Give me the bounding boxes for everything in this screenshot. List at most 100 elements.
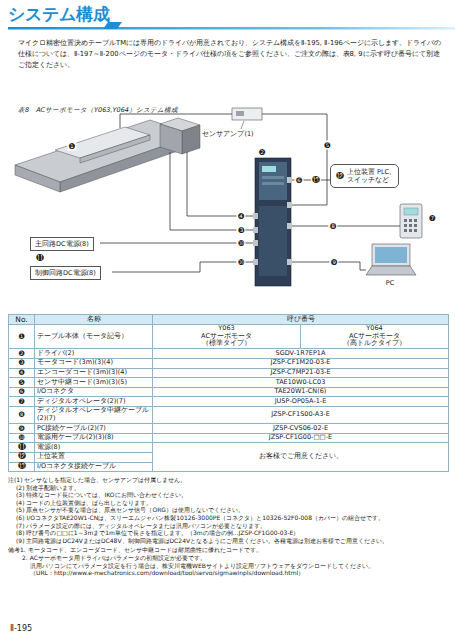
table-cell: ❷: [9, 349, 35, 359]
shape: [262, 182, 284, 185]
table-cell: JZSP-CVS06-02-E: [153, 424, 449, 434]
table-row: ❶テーブル本体（モータ記号）Y063ACサーボモータ（標準タイプ）Y064ACサ…: [9, 324, 449, 349]
shape: [404, 208, 418, 215]
callout-number: ❶: [67, 142, 76, 151]
table-cell: TAE10W0-LC03: [153, 378, 449, 388]
cell-text: 呼び番号: [155, 316, 446, 324]
table-cell: ❹: [9, 368, 35, 378]
table-cell: 上位装置: [35, 452, 153, 462]
key-symbol: [409, 219, 412, 222]
table-cell: I/Oコネクタ: [35, 387, 153, 397]
table-cell: エンコーダコード(3m)(3)(4): [35, 368, 153, 378]
table-row: ❹エンコーダコード(3m)(3)(4)JZSP-C7MP21-03-E: [9, 368, 449, 378]
cell-text: 電源(8): [37, 444, 150, 452]
table-row: ⓫電源(8)お客様でご用意ください。: [9, 443, 449, 453]
cell-text: ❽: [11, 411, 32, 419]
table-cell: JZSP-CF1S00-A3-E: [153, 406, 449, 423]
shape: [80, 135, 150, 163]
callout-number: ⓬: [336, 172, 344, 181]
callout-number: ❾: [329, 258, 338, 267]
shape: [366, 266, 416, 275]
table-cell: ❶: [9, 324, 35, 349]
power-supply-box: 制御回路DC電源(8): [30, 266, 101, 280]
spec-block: No.名称呼び番号❶テーブル本体（モータ記号）Y063ACサーボモータ（標準タイ…: [8, 314, 448, 577]
shape: [187, 152, 253, 216]
power-supply-box: 主回路DC電源(8): [30, 237, 94, 251]
cell-text: ディジタルオペレータ中継ケーブル(2)(7): [37, 407, 150, 422]
key-symbol: [404, 224, 407, 227]
key-symbol: [414, 229, 417, 232]
shape: [372, 244, 410, 266]
note-text: 汎用パソコンにてパラメータ設定を行う場合は、株安川電機WEBサイトより設定用ソフ…: [8, 562, 448, 570]
cell-text: I/Oコネクタ: [37, 388, 150, 396]
cell-text: 電源用ケーブル(2)(3)(8): [37, 434, 150, 442]
table-cell: TAE20W1-CN(6): [153, 387, 449, 397]
cell-text: ドライバ(2): [37, 350, 150, 358]
cell-text: JZSP-C7MP21-03-E: [155, 369, 446, 377]
table-row: ❺センサ中継コード(3m)(3)(5) TAE10W0-LC03: [9, 378, 449, 388]
cell-text: 上位装置: [37, 453, 150, 461]
note-text: (8) 呼び番号の□□に1～3mまで1m単位で長さを指定します。（3mの場合の例…: [8, 529, 448, 537]
table-cell: ディジタルオペレータ中継ケーブル(2)(7): [35, 406, 153, 423]
intro-text: マイクロ精密位置決めテーブルTMには専用のドライバが用意されており、システム構成…: [18, 38, 443, 71]
table-cell: PC接続ケーブル(2)(7): [35, 424, 153, 434]
table-cell: JUSP-OP05A-1-E: [153, 397, 449, 407]
table-illustration: [15, 118, 200, 192]
cell-text: JZSP-CF1S00-A3-E: [155, 411, 446, 419]
shape: [232, 108, 262, 120]
table-row: No.名称呼び番号: [9, 315, 449, 325]
cell-text: ❾: [11, 425, 32, 433]
callout-number: ⓫: [35, 254, 45, 263]
callout-number: ❹: [236, 212, 245, 221]
table-row: ❷ドライバ(2)SGDV-1R7EP1A: [9, 349, 449, 359]
shape: [112, 262, 253, 272]
operator-illustration: [400, 204, 422, 238]
table-cell: センサ中継コード(3m)(3)(5): [35, 378, 153, 388]
callout-number: ❿: [236, 239, 245, 248]
note-text: (4) コードの上位装置側は、ばら出しとなります。: [8, 499, 448, 507]
key-symbol: [414, 224, 417, 227]
shape: [259, 206, 287, 276]
cell-text: ❻: [11, 388, 32, 396]
shape: [15, 165, 60, 192]
shape: [262, 114, 327, 205]
shape: [182, 125, 200, 154]
cell-text: ❷: [11, 350, 32, 358]
node-text: 上位装置 PLC, スイッチなど: [347, 168, 393, 184]
note-text: (7) パラメータ設定の際には、ディジタルオペレータまたは汎用パソコンが必要とな…: [8, 522, 448, 530]
shape: [375, 247, 407, 263]
table-cell: No.: [9, 315, 35, 325]
callout-number: ❽: [328, 222, 337, 231]
table-cell: ❽: [9, 406, 35, 423]
table-cell: ❻: [9, 387, 35, 397]
shape: [287, 259, 292, 265]
table-cell: JZSP-C7MP21-03-E: [153, 368, 449, 378]
table-cell: ドライバ(2): [35, 349, 153, 359]
cables: [100, 114, 400, 272]
cell-text: JZSP-CVS06-02-E: [155, 425, 446, 433]
cell-text: JUSP-OP05A-1-E: [155, 398, 446, 406]
table-cell: I/Oコネクタ接続ケーブル: [35, 462, 153, 472]
table-cell: モータコード(3m)(3)(4): [35, 358, 153, 368]
table-cell: ❺: [9, 378, 35, 388]
cell-text: PC接続ケーブル(2)(7): [37, 425, 150, 433]
table-cell: ⓬: [9, 452, 35, 462]
note-text: (5) 原点センサが不要な場合は、原点センサ信号（ORG）は使用しないでください…: [8, 506, 448, 514]
cell-text: ❹: [11, 369, 32, 377]
cell-text: センサ中継コード(3m)(3)(5): [37, 379, 150, 387]
part-label: PC: [385, 279, 395, 287]
key-symbol: [414, 219, 417, 222]
page-number: Ⅱ-195: [10, 624, 32, 634]
shape: [287, 202, 292, 208]
cell-text: （高トルクタイプ）: [303, 340, 446, 348]
cell-text: ❸: [11, 359, 32, 367]
shape: [404, 219, 417, 232]
cell-text: TAE10W0-LC03: [155, 379, 446, 387]
callout-number: ❻: [294, 176, 303, 185]
node-text: 主回路DC電源(8): [35, 240, 89, 248]
shape: [262, 166, 276, 172]
shape: [259, 162, 287, 200]
cell-text: ⓫: [11, 444, 32, 452]
table-cell: ❾: [9, 424, 35, 434]
